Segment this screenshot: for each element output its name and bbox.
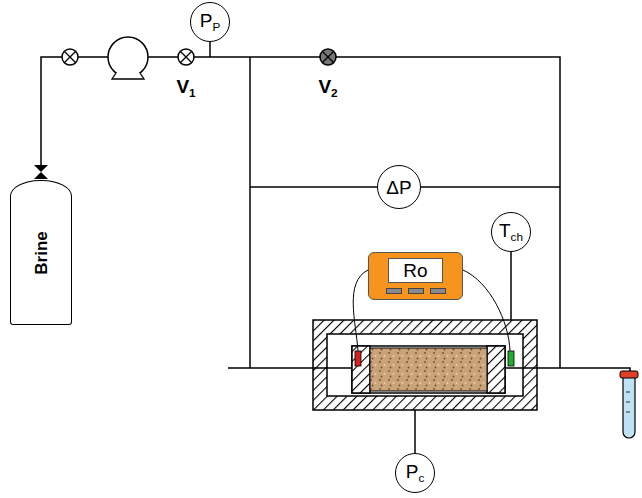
- node-text: PP: [200, 11, 221, 33]
- meter-button: [386, 288, 402, 294]
- end-cap: [352, 346, 370, 393]
- meter-button: [408, 288, 424, 294]
- valve-label: V2: [318, 77, 337, 99]
- core-sample: [370, 348, 487, 391]
- meter-buttons: [386, 288, 446, 294]
- meter-display: Ro: [388, 258, 442, 283]
- electrode-wire: [353, 270, 368, 351]
- cylinder-valve: [34, 172, 48, 179]
- node-text: Brine: [33, 231, 50, 274]
- confining-line: [414, 410, 416, 453]
- dp-transducer: ΔP: [377, 165, 421, 209]
- electrode: [355, 351, 361, 366]
- electrode-wire: [463, 270, 510, 351]
- brine-cylinder: Brine: [10, 180, 72, 325]
- confining-chamber: [327, 334, 523, 396]
- node-text: Ro: [403, 261, 427, 280]
- temperature-sensor: Tch: [491, 212, 531, 252]
- node-text: ΔP: [386, 178, 411, 197]
- confining-gauge: Pc: [395, 453, 435, 493]
- valve-symbol: [178, 49, 194, 65]
- bypass-line: [249, 57, 251, 368]
- test-tube: [620, 371, 638, 438]
- node-text: Tch: [499, 221, 523, 243]
- sleeve: [352, 346, 505, 393]
- valve-label: V1: [176, 77, 195, 99]
- valve-symbol: [320, 49, 336, 65]
- meter-button: [430, 288, 446, 294]
- node-text: Pc: [406, 462, 425, 484]
- valve-symbol: [62, 49, 78, 65]
- pressure-tap: [209, 40, 211, 57]
- pump-symbol: [108, 37, 148, 79]
- core-holder: [313, 320, 537, 410]
- pressure-gauge: PP: [190, 2, 230, 42]
- end-cap: [487, 346, 505, 393]
- electrode: [508, 351, 514, 366]
- cylinder-valve: [34, 165, 48, 172]
- resistance-meter: Ro: [368, 252, 463, 300]
